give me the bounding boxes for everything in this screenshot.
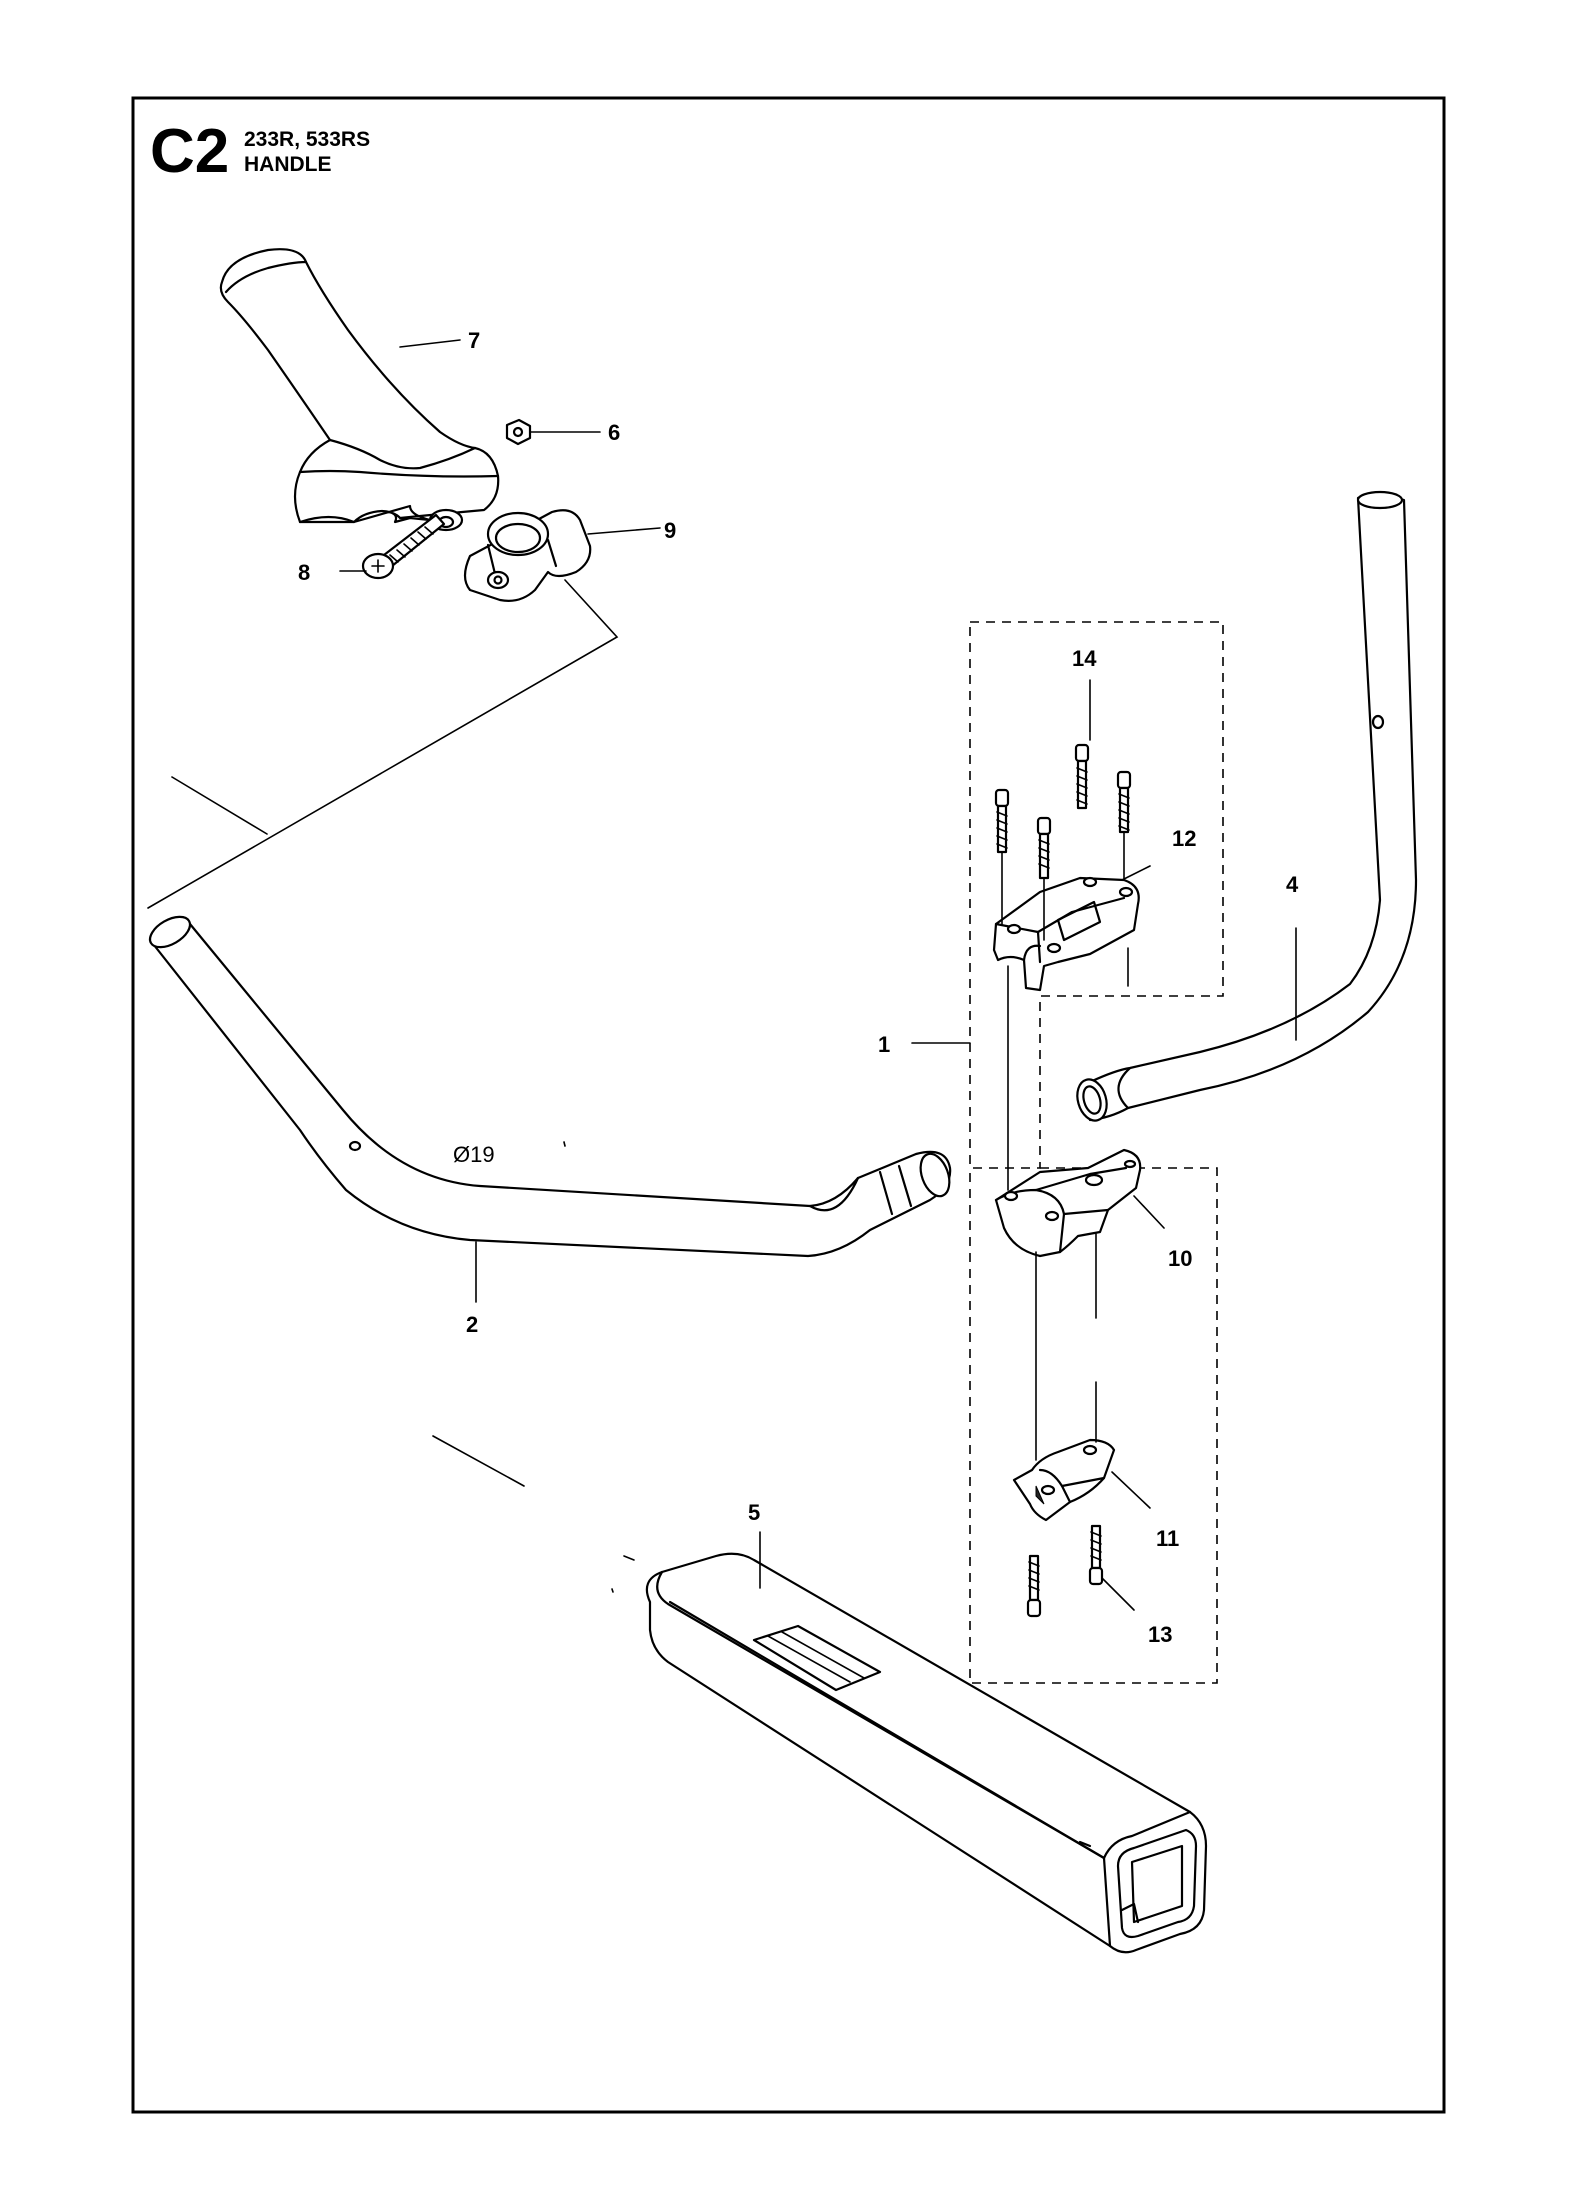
part-10-lower-clamp: [994, 1148, 1142, 1258]
callout-13: 13: [1148, 1622, 1172, 1647]
part-5-handle-sleeve: [645, 1552, 1208, 1954]
part-4-right-handle-bar: [1076, 490, 1418, 1122]
part-13-screws: [1026, 1524, 1104, 1618]
assembly-line-dots: [611, 1555, 635, 1593]
leader-11: [1111, 1471, 1151, 1509]
callout-8: 8: [298, 560, 310, 585]
part-7-handle-grip: [219, 248, 500, 532]
model-numbers: 233R, 533RS: [244, 128, 370, 151]
leader-12: [1121, 865, 1151, 881]
dimension-tick: [563, 1141, 566, 1147]
dashed-box-lower: [969, 1167, 1218, 1684]
callout-9: 9: [664, 518, 676, 543]
callout-1: 1: [878, 1032, 890, 1057]
callout-2: 2: [466, 1312, 478, 1337]
callout-7: 7: [468, 328, 480, 353]
part-9-clamp: [463, 509, 592, 602]
part-6-nut: [505, 418, 532, 446]
leader-13: [1101, 1577, 1135, 1611]
leader-7: [399, 339, 461, 348]
callout-6: 6: [608, 420, 620, 445]
part-2-left-handle-bar: [148, 915, 952, 1258]
assembly-line-mid: [171, 776, 268, 835]
callout-14: 14: [1072, 646, 1097, 671]
callout-4: 4: [1286, 872, 1299, 897]
page-code: C2: [150, 117, 229, 186]
callout-10: 10: [1168, 1246, 1192, 1271]
assembly-line-lower: [432, 1435, 525, 1487]
part-8-screw: [361, 513, 446, 580]
part-14-screws: [994, 743, 1132, 880]
dimension-diameter: Ø19: [453, 1142, 495, 1167]
part-11-bottom-clamp: [1012, 1438, 1116, 1522]
callout-5: 5: [748, 1500, 760, 1525]
part-12-upper-clamp: [992, 876, 1140, 992]
callout-11: 11: [1156, 1526, 1179, 1551]
callout-12: 12: [1172, 826, 1196, 851]
assembly-line-upper: [147, 579, 619, 909]
section-title: HANDLE: [244, 153, 332, 176]
sheet-frame: [131, 96, 1446, 2114]
leader-10: [1133, 1195, 1165, 1229]
leader-9: [587, 527, 661, 535]
